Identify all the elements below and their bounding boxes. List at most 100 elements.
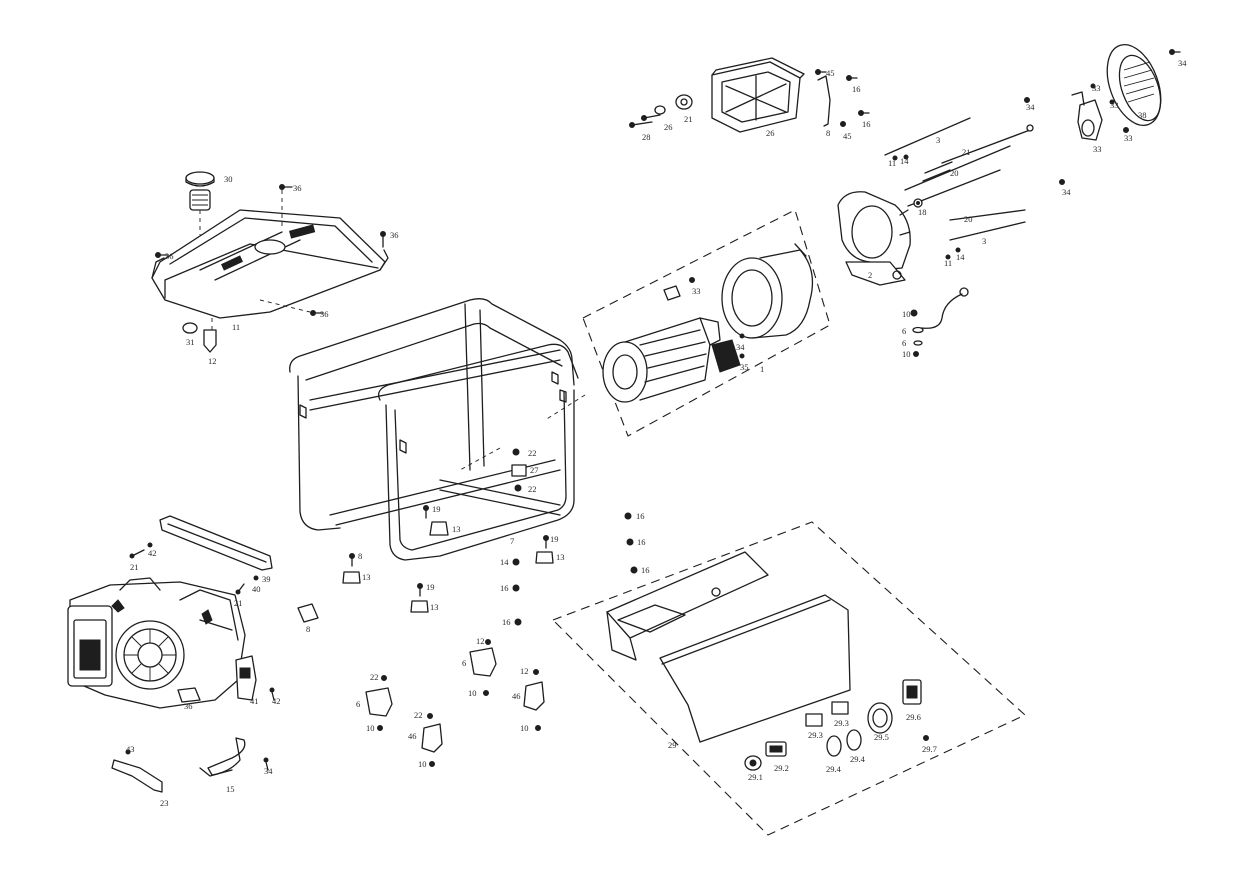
- label: 29.2: [774, 763, 789, 773]
- label: 6: [902, 338, 906, 348]
- label: 10: [468, 688, 477, 698]
- label: 10: [418, 759, 427, 769]
- label: 6: [462, 658, 466, 668]
- label: 33: [1092, 83, 1101, 93]
- fuel-gauge-window: [254, 239, 286, 255]
- label: 38: [1138, 110, 1147, 120]
- engine-mount-group: [111, 515, 319, 793]
- label: 12: [476, 636, 485, 646]
- label: 16: [852, 84, 861, 94]
- label: 13: [362, 572, 371, 582]
- label: 26: [766, 128, 775, 138]
- fuel-valve: [203, 329, 217, 353]
- label: 3: [936, 135, 940, 145]
- label: 14: [956, 252, 965, 262]
- label: 28: [642, 132, 651, 142]
- label: 33: [692, 286, 701, 296]
- label: 46: [512, 691, 521, 701]
- label: 36: [320, 309, 329, 319]
- mounts-group: [342, 448, 638, 767]
- label: 7: [510, 536, 514, 546]
- label: 20: [950, 168, 959, 178]
- label: 29.4: [826, 764, 842, 774]
- label: 12: [520, 666, 529, 676]
- label: 16: [636, 511, 645, 521]
- label: 15: [226, 784, 235, 794]
- label: 6: [356, 699, 360, 709]
- engine-group: [67, 577, 275, 709]
- label: 10: [902, 349, 911, 359]
- label: 16: [637, 537, 646, 547]
- rubber-mount: [429, 521, 449, 536]
- label: 13: [430, 602, 439, 612]
- air-box-group: [629, 57, 870, 133]
- label: 22: [370, 672, 379, 682]
- label: 34: [1026, 102, 1035, 112]
- label: 42: [272, 696, 281, 706]
- rotor-fan: [602, 341, 648, 403]
- label: 29.3: [834, 718, 849, 728]
- label: 11: [888, 158, 896, 168]
- label: 29.4: [850, 754, 866, 764]
- label: 31: [186, 337, 195, 347]
- label: 36: [293, 183, 302, 193]
- brush-holder: [711, 339, 741, 373]
- panel-twistlock-outlet: [867, 702, 893, 734]
- end-cover: [837, 191, 911, 271]
- label: 34: [1178, 58, 1187, 68]
- label: 16: [862, 119, 871, 129]
- fuel-tank-badge: [289, 224, 316, 239]
- label: 21: [234, 598, 243, 608]
- label: 13: [556, 552, 565, 562]
- label: 16: [641, 565, 650, 575]
- engine-plate: [297, 603, 319, 623]
- label: 10: [902, 309, 911, 319]
- label: 46: [408, 731, 417, 741]
- control-panel: [659, 594, 851, 743]
- muffler-bracket: [111, 759, 163, 793]
- label: 14: [500, 557, 509, 567]
- label: 11: [944, 258, 952, 268]
- label: 29.1: [748, 772, 763, 782]
- label: 22: [528, 484, 537, 494]
- label: 43: [126, 744, 135, 754]
- label: 19: [432, 504, 441, 514]
- label: 42: [148, 548, 157, 558]
- label: 21: [130, 562, 139, 572]
- label: 12: [208, 356, 217, 366]
- fan-cover-group: [1071, 44, 1181, 141]
- label: 45: [826, 68, 835, 78]
- control-panel-group: [552, 521, 1026, 836]
- label: 40: [252, 584, 261, 594]
- label: 34: [736, 342, 745, 352]
- label: 29.7: [922, 744, 937, 754]
- hose-clamp: [182, 322, 198, 334]
- tube-frame: [289, 298, 575, 386]
- label: 21: [684, 114, 693, 124]
- label: 23: [160, 798, 169, 808]
- label: 30: [224, 174, 233, 184]
- label: 33: [1093, 144, 1102, 154]
- frame-group: [289, 298, 579, 561]
- engine-foot: [177, 687, 201, 703]
- label: 35: [740, 362, 749, 372]
- label: 11: [232, 322, 240, 332]
- fuel-cap: [185, 171, 215, 185]
- label: 29.6: [906, 712, 921, 722]
- label: 39: [262, 574, 271, 584]
- label: 33: [1124, 133, 1133, 143]
- panel-breaker: [805, 713, 823, 727]
- label: 8: [306, 624, 310, 634]
- label: 14: [900, 156, 909, 166]
- label: 27: [530, 465, 539, 475]
- label: 29.5: [874, 732, 889, 742]
- heat-shield: [207, 737, 246, 776]
- label: 8: [826, 128, 830, 138]
- fuel-tank-group: [151, 171, 389, 353]
- label: 10: [366, 723, 375, 733]
- fan-cover: [1106, 44, 1162, 126]
- alternator-group: [459, 209, 831, 471]
- part-labels: 30 36 36 36 36 11 31 12 28 26 21 26 8 45…: [126, 58, 1187, 808]
- label: 18: [918, 207, 927, 217]
